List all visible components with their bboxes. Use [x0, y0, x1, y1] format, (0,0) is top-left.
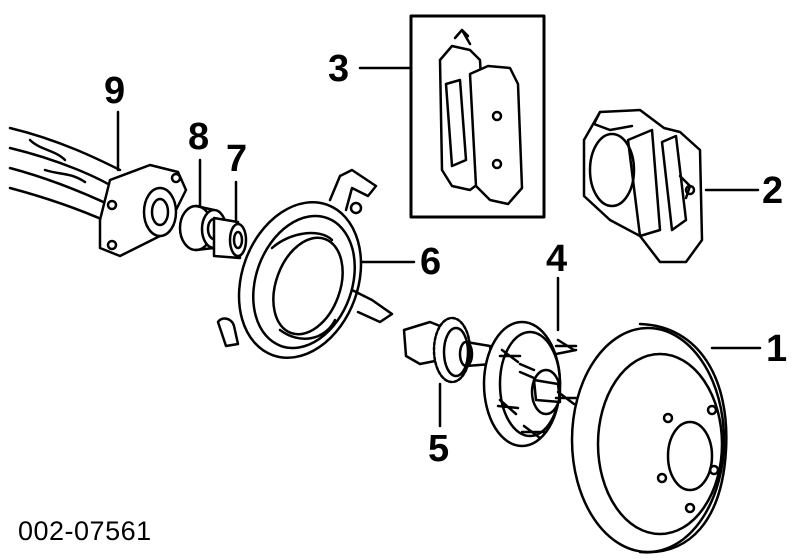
callout-7: 7: [226, 138, 248, 180]
rotor-disc-part: [570, 322, 728, 554]
caliper-part: [582, 108, 704, 264]
bearing-race-part: [212, 216, 248, 260]
callout-6: 6: [420, 241, 442, 283]
callout-1: 1: [766, 328, 788, 370]
hub-part: [482, 320, 578, 448]
callout-5: 5: [428, 428, 450, 470]
callout-8: 8: [188, 116, 210, 158]
backing-plate-part: [216, 168, 394, 359]
diagram-reference-code: 002-07561: [18, 516, 152, 546]
axle-housing-part: [8, 126, 188, 258]
callout-2: 2: [762, 170, 784, 212]
callout-3: 3: [328, 48, 350, 90]
callout-9: 9: [104, 70, 126, 112]
leader-lines: [116, 66, 762, 428]
brake-pads-part: [409, 14, 546, 219]
abs-tone-ring-part: [402, 316, 494, 384]
callout-4: 4: [546, 238, 568, 280]
